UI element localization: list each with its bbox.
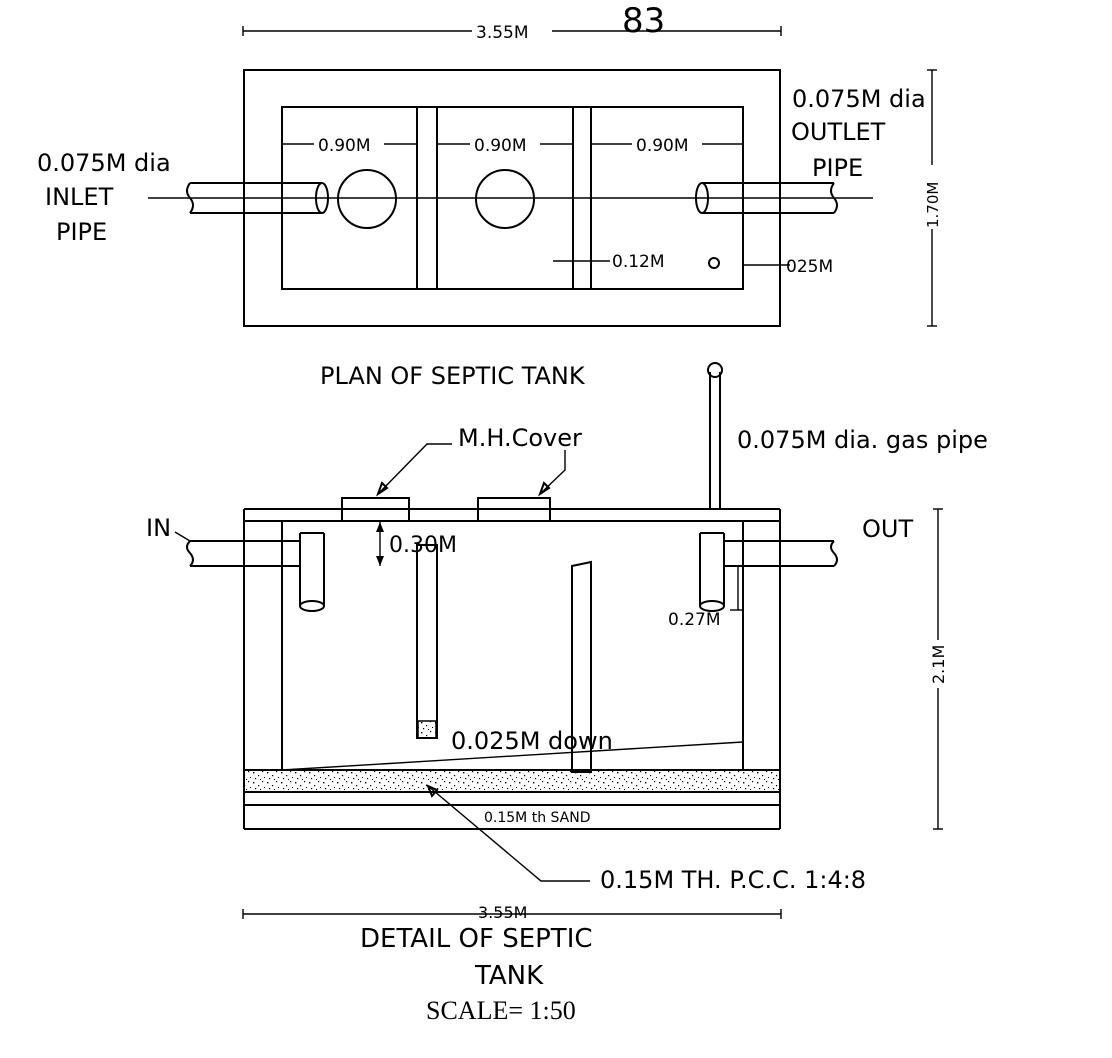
section-title-line1: DETAIL OF SEPTIC (360, 924, 593, 954)
gas-pipe-label: 0.075M dia. gas pipe (737, 426, 988, 454)
inlet-pipe-label: PIPE (56, 218, 107, 246)
floor-slope-label: 0.025M down (451, 727, 613, 755)
manhole-2 (475, 169, 535, 229)
manhole-cover-1 (341, 497, 410, 522)
outlet-label: OUTLET (791, 118, 886, 146)
plan-length-dimension: 3.55M (476, 23, 529, 43)
plan-title: PLAN OF SEPTIC TANK (320, 362, 586, 390)
manhole-1 (337, 169, 397, 229)
section-length-dimension: 3.55M (478, 903, 527, 922)
outlet-drop-dimension: 0.27M (668, 610, 721, 630)
chamber-3-width: 0.90M (636, 136, 689, 156)
drawing-number: 83 (622, 1, 665, 41)
inlet-diameter-label: 0.075M dia (37, 149, 171, 177)
section-view: 0.075M dia. gas pipe M.H.Cover IN OUT (146, 362, 988, 1025)
scale-label: SCALE= 1:50 (426, 996, 576, 1025)
wall-thickness-dimension: 0.12M (612, 252, 665, 272)
pcc-layer (243, 769, 781, 793)
cover-label: M.H.Cover (458, 424, 582, 452)
outlet-diameter-label: 0.075M dia (792, 85, 926, 113)
manhole-cover-2 (477, 497, 551, 522)
plan-view: 3.55M 83 0.90M 0.90M 0.90M (37, 1, 942, 390)
out-label: OUT (862, 515, 913, 543)
scum-baffle (416, 544, 438, 739)
section-title-line2: TANK (474, 961, 544, 991)
depth-dimension: 2.1M (929, 645, 948, 684)
chamber-1-width: 0.90M (318, 136, 371, 156)
sand-layer-label: 0.15M th SAND (484, 810, 591, 826)
outlet-pipe-label: PIPE (812, 154, 863, 182)
chamber-2-width: 0.90M (474, 136, 527, 156)
plan-width-dimension: 1.70M (924, 182, 942, 228)
vent-pipe-plan (708, 257, 720, 269)
inlet-label: INLET (45, 183, 114, 211)
in-label: IN (146, 514, 171, 542)
vent-offset-dimension: 025M (786, 257, 833, 277)
pcc-label: 0.15M TH. P.C.C. 1:4:8 (600, 866, 866, 894)
